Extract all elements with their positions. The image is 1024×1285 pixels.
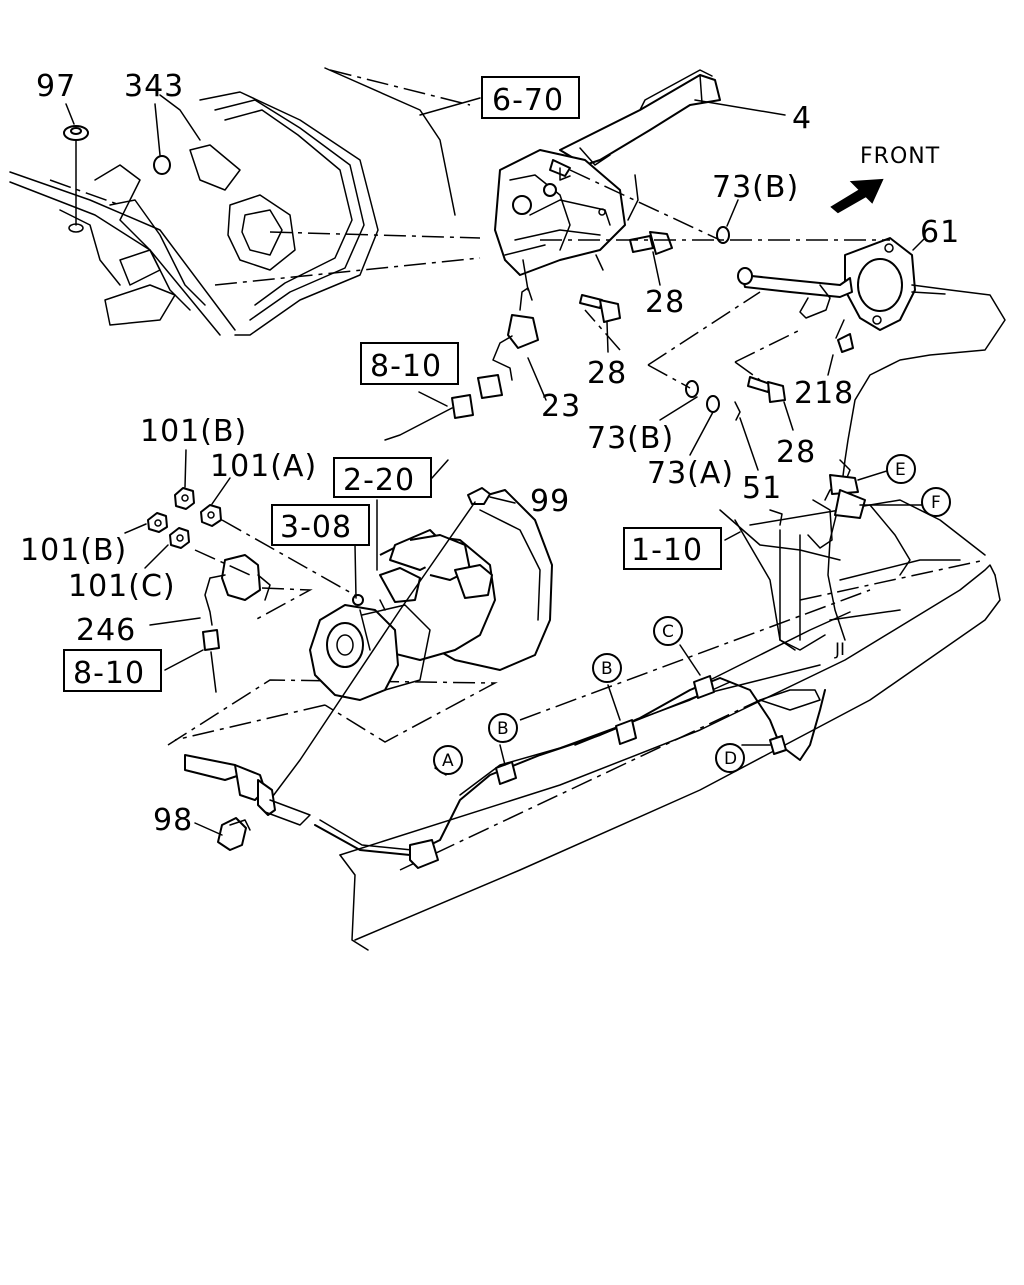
ref-box-6-70: 6-70	[492, 83, 564, 118]
ref-box-8-10-upper: 8-10	[370, 349, 442, 384]
part-label-4: 4	[792, 101, 812, 136]
ref-box-3-08: 3-08	[280, 510, 352, 545]
part-label-73b-lower: 73(B)	[587, 421, 674, 456]
front-label: FRONT	[860, 144, 940, 169]
part-label-97: 97	[36, 69, 76, 104]
part-label-246: 246	[76, 613, 136, 648]
part-label-73a: 73(A)	[647, 456, 734, 491]
callout-b-right: B	[601, 659, 613, 679]
part-label-73b-upper: 73(B)	[712, 170, 799, 205]
grommet-97-drawing	[63, 103, 89, 233]
brake-cable-run-drawing	[314, 459, 926, 869]
bolt-28-lower-drawing	[747, 376, 786, 403]
leader-lines	[418, 97, 926, 776]
part-label-99: 99	[530, 484, 570, 519]
switch-23-drawing	[384, 259, 547, 441]
part-label-101b-lower: 101(B)	[20, 533, 127, 568]
part-label-28-upper: 28	[645, 285, 685, 320]
callout-e: E	[895, 460, 906, 480]
front-arrow-icon	[830, 178, 884, 214]
nut-101a-drawing	[200, 477, 231, 527]
part-label-51: 51	[742, 471, 782, 506]
part-label-343: 343	[124, 69, 184, 104]
floor-panel-drawing	[9, 67, 481, 336]
chassis-frame-drawing	[339, 499, 1001, 951]
part-label-101a: 101(A)	[210, 449, 317, 484]
cable-end-drawing	[184, 754, 311, 851]
nut-101c-drawing	[144, 527, 190, 569]
bolt-28-middle-drawing	[579, 294, 621, 323]
part-label-28-middle: 28	[587, 356, 627, 391]
part-label-28-lower: 28	[776, 435, 816, 470]
parking-brake-lever-drawing	[494, 69, 721, 276]
ref-box-1-10: 1-10	[631, 533, 703, 568]
transmission-drawing	[309, 489, 553, 701]
part-number-labels: 97 343 4 73(B) 61 28 28 218 23 73(B) 73(…	[20, 69, 960, 838]
ref-box-8-10-lower: 8-10	[73, 656, 145, 691]
cable-61-drawing	[737, 237, 1006, 641]
callout-a: A	[442, 751, 454, 771]
callout-b-left: B	[497, 719, 509, 739]
plug-343-drawing	[153, 103, 171, 175]
bolt-28-upper-drawing	[629, 231, 673, 255]
nut-101b-low-drawing	[124, 512, 168, 534]
callout-f: F	[931, 493, 941, 513]
part-label-101c: 101(C)	[68, 569, 176, 604]
callout-d: D	[724, 749, 737, 769]
washer-73b-lower-drawing	[685, 380, 699, 398]
callout-c: C	[662, 622, 674, 642]
part-label-101b-upper: 101(B)	[140, 414, 247, 449]
part-label-98: 98	[153, 803, 193, 838]
part-label-218: 218	[794, 376, 854, 411]
nut-101b-top-drawing	[174, 449, 195, 510]
pin-51-drawing	[734, 401, 741, 421]
clip-callouts: A B B C D E F	[433, 454, 951, 775]
frame-mark: JI	[834, 640, 845, 660]
washer-73b-upper-drawing	[716, 199, 739, 244]
part-label-23: 23	[541, 389, 581, 424]
washer-73a-drawing	[706, 395, 720, 413]
reference-boxes: 6-70 8-10 2-20 3-08 1-10 8-10	[63, 76, 722, 692]
part-label-61: 61	[920, 215, 960, 250]
assembly-guide-lines	[167, 169, 890, 746]
bolt-99-drawing	[269, 487, 516, 801]
ref-box-2-20: 2-20	[343, 463, 415, 498]
